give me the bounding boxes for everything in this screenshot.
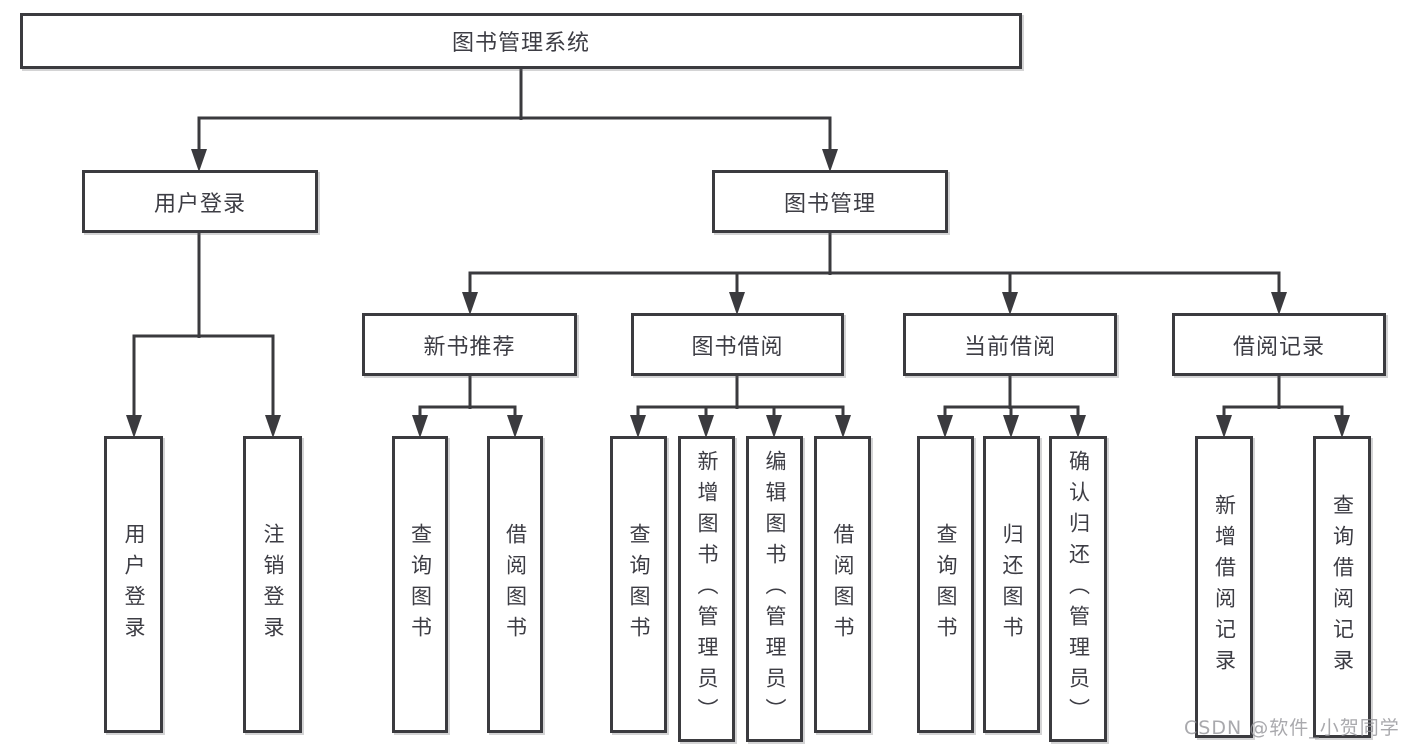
leaf-rec-borrow-books: 借阅图书 (487, 436, 543, 733)
arrowhead-down-icon (766, 415, 782, 438)
leaf-label: 借阅图书 (831, 522, 855, 647)
leaf-edit-books-admin: 编辑图书（管理员） (746, 436, 803, 742)
node-book-management-branch: 图书管理 (712, 170, 948, 233)
leaf-return-books: 归还图书 (983, 436, 1040, 733)
leaf-query-borrow-record: 查询借阅记录 (1313, 436, 1371, 738)
leaf-confirm-return-admin: 确认归还（管理员） (1049, 436, 1107, 742)
arrowhead-down-icon (1002, 292, 1018, 315)
arrowhead-down-icon (412, 415, 428, 438)
node-library-management-system: 图书管理系统 (20, 13, 1022, 69)
arrowhead-down-icon (462, 292, 478, 315)
arrowhead-down-icon (729, 292, 745, 315)
arrowhead-down-icon (1070, 415, 1086, 438)
leaf-label: 查询图书 (934, 522, 958, 647)
arrowhead-down-icon (822, 149, 838, 172)
node-user-login-branch: 用户登录 (82, 170, 318, 233)
leaf-borrow-borrow-books: 借阅图书 (814, 436, 871, 733)
arrowhead-down-icon (126, 415, 142, 438)
leaf-label: 查询图书 (627, 522, 651, 647)
leaf-label: 借阅图书 (503, 522, 528, 647)
arrowhead-down-icon (1003, 415, 1019, 438)
arrowhead-down-icon (507, 415, 523, 438)
arrowhead-down-icon (265, 415, 281, 438)
node-book-borrowing: 图书借阅 (631, 313, 844, 376)
leaf-label: 查询图书 (408, 522, 433, 647)
leaf-label: 新增图书（管理员） (695, 449, 719, 729)
arrowhead-down-icon (835, 415, 851, 438)
leaf-borrow-query-books: 查询图书 (610, 436, 667, 733)
arrowhead-down-icon (937, 415, 953, 438)
leaf-logout: 注销登录 (243, 436, 302, 733)
leaf-current-query-books: 查询图书 (917, 436, 974, 733)
node-label: 图书管理系统 (451, 31, 590, 56)
node-label: 当前借阅 (963, 334, 1056, 360)
node-label: 图书管理 (783, 191, 876, 217)
leaf-label: 查询借阅记录 (1330, 494, 1355, 680)
arrowhead-down-icon (698, 415, 714, 438)
node-new-book-recommendation: 新书推荐 (362, 313, 577, 376)
arrowhead-down-icon (1271, 292, 1287, 315)
arrowhead-down-icon (630, 415, 646, 438)
node-current-borrowing: 当前借阅 (903, 313, 1117, 376)
leaf-add-books-admin: 新增图书（管理员） (678, 436, 735, 742)
leaf-label: 用户登录 (122, 522, 146, 647)
csdn-watermark: CSDN @软件_小贺同学 (1184, 717, 1400, 739)
arrowhead-down-icon (1216, 415, 1232, 438)
node-label: 图书借阅 (691, 334, 784, 360)
leaf-label: 新增借阅记录 (1212, 494, 1237, 680)
leaf-add-borrow-record: 新增借阅记录 (1195, 436, 1253, 738)
leaf-label: 归还图书 (1000, 522, 1024, 647)
leaf-user-login: 用户登录 (104, 436, 163, 733)
leaf-label: 编辑图书（管理员） (763, 449, 787, 729)
node-label: 新书推荐 (423, 334, 516, 360)
arrowhead-down-icon (1334, 415, 1350, 438)
arrowhead-down-icon (191, 149, 207, 172)
node-label: 借阅记录 (1232, 334, 1325, 360)
node-label: 用户登录 (153, 191, 246, 217)
leaf-label: 确认归还（管理员） (1066, 449, 1091, 729)
leaf-rec-query-books: 查询图书 (392, 436, 448, 733)
leaf-label: 注销登录 (261, 522, 285, 647)
node-borrowing-records: 借阅记录 (1172, 313, 1386, 376)
